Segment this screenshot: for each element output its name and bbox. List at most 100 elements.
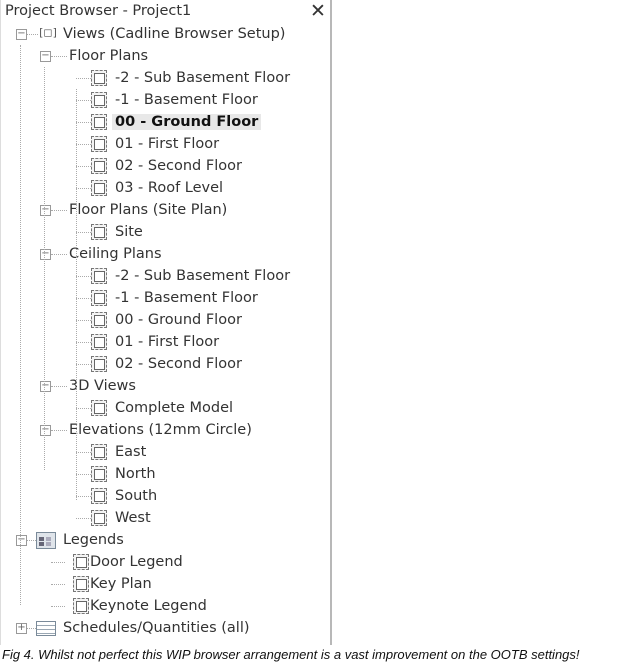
tree-connector [51,562,65,563]
tree-connector [76,232,91,233]
view-icon [91,466,107,482]
tree-label: Keynote Legend [90,598,207,614]
view-icon [91,158,107,174]
tree-connector [76,474,91,475]
tree-connector [76,78,91,79]
tree-connector [76,298,91,299]
tree-label: Ceiling Plans [69,246,162,262]
view-icon [91,136,107,152]
view-icon [91,334,107,350]
tree-label: Site [115,224,143,240]
tree-item[interactable]: 02 - Second Floor [1,156,321,178]
collapse-icon[interactable]: − [40,380,51,392]
tree-item[interactable]: -2 - Sub Basement Floor [1,266,321,288]
view-icon [91,92,107,108]
tree-label: South [115,488,158,504]
project-browser-panel: Project Browser - Project1 ✕ −[◻]Views (… [0,0,332,645]
tree-connector [76,364,91,365]
tree-item[interactable]: Site [1,222,321,244]
view-icon [73,576,89,592]
tree-item[interactable]: Keynote Legend [1,596,321,618]
tree-label: Key Plan [90,576,152,592]
views-icon: [◻] [39,26,57,39]
view-icon [91,268,107,284]
tree-label: 02 - Second Floor [115,158,242,174]
tree-item[interactable]: -1 - Basement Floor [1,90,321,112]
tree-node[interactable]: − Floor Plans (Site Plan) [1,200,321,222]
tree-label: Complete Model [115,400,234,416]
tree-connector [76,100,91,101]
panel-title: Project Browser - Project1 [5,3,192,19]
tree-item[interactable]: Key Plan [1,574,321,596]
tree-node[interactable]: −[◻] Views (Cadline Browser Setup) [1,24,321,46]
view-icon [73,598,89,614]
tree-item[interactable]: 03 - Roof Level [1,178,321,200]
tree-item[interactable]: Door Legend [1,552,321,574]
expand-icon[interactable]: + [16,622,27,634]
tree-node[interactable]: − Floor Plans [1,46,321,68]
view-icon [91,400,107,416]
tree-label: Legends [63,532,124,548]
title-bar: Project Browser - Project1 ✕ [1,0,330,24]
tree-label: 03 - Roof Level [115,180,224,196]
tree-connector [76,144,91,145]
tree-label: Elevations (12mm Circle) [69,422,252,438]
tree-item[interactable]: 02 - Second Floor [1,354,321,376]
tree-connector [76,452,91,453]
tree-item[interactable]: -1 - Basement Floor [1,288,321,310]
view-icon [91,356,107,372]
tree-label: Door Legend [90,554,183,570]
collapse-icon[interactable]: − [40,424,51,436]
tree-connector [27,34,38,35]
view-icon [91,180,107,196]
collapse-icon[interactable]: − [40,204,51,216]
tree-node[interactable]: − Elevations (12mm Circle) [1,420,321,442]
tree-item[interactable]: 01 - First Floor [1,332,321,354]
tree-item[interactable]: 00 - Ground Floor [1,310,321,332]
tree-item[interactable]: 00 - Ground Floor [1,112,321,134]
schedule-icon [36,621,56,636]
view-icon [91,70,107,86]
tree-guide-line [20,45,21,605]
view-icon [91,312,107,328]
tree-connector [76,496,91,497]
tree-connector [76,408,91,409]
collapse-icon[interactable]: − [40,50,51,62]
tree-label: 02 - Second Floor [115,356,242,372]
tree-item[interactable]: Complete Model [1,398,321,420]
tree-label: Floor Plans [69,48,149,64]
tree-item[interactable]: South [1,486,321,508]
view-icon [91,488,107,504]
tree-connector [76,342,91,343]
tree-label: Floor Plans (Site Plan) [69,202,228,218]
tree-item[interactable]: -2 - Sub Basement Floor [1,68,321,90]
tree-connector [76,188,91,189]
collapse-icon[interactable]: − [40,248,51,260]
view-icon [91,114,107,130]
tree-node[interactable]: − Ceiling Plans [1,244,321,266]
tree-connector [76,276,91,277]
collapse-icon[interactable]: − [16,534,27,546]
tree-item[interactable]: West [1,508,321,530]
tree-item[interactable]: North [1,464,321,486]
tree-node[interactable]: − Legends [1,530,321,552]
tree-item[interactable]: East [1,442,321,464]
tree-item[interactable]: 01 - First Floor [1,134,321,156]
tree-connector [51,254,67,255]
tree-label: West [115,510,151,526]
tree-node[interactable]: +Schedules/Quantities (all) [1,618,321,640]
tree-connector [51,210,67,211]
collapse-icon[interactable]: − [16,28,27,40]
tree-node[interactable]: −3D Views [1,376,321,398]
tree-guide-line [44,67,45,470]
view-icon [91,510,107,526]
tree-connector [76,122,91,123]
tree-label: -1 - Basement Floor [115,290,258,306]
tree-connector [51,56,67,57]
view-icon [91,224,107,240]
tree-label: Views (Cadline Browser Setup) [63,26,286,42]
tree-connector [27,628,38,629]
tree-connector [76,320,91,321]
close-icon[interactable]: ✕ [310,0,326,22]
tree-connector [51,606,65,607]
